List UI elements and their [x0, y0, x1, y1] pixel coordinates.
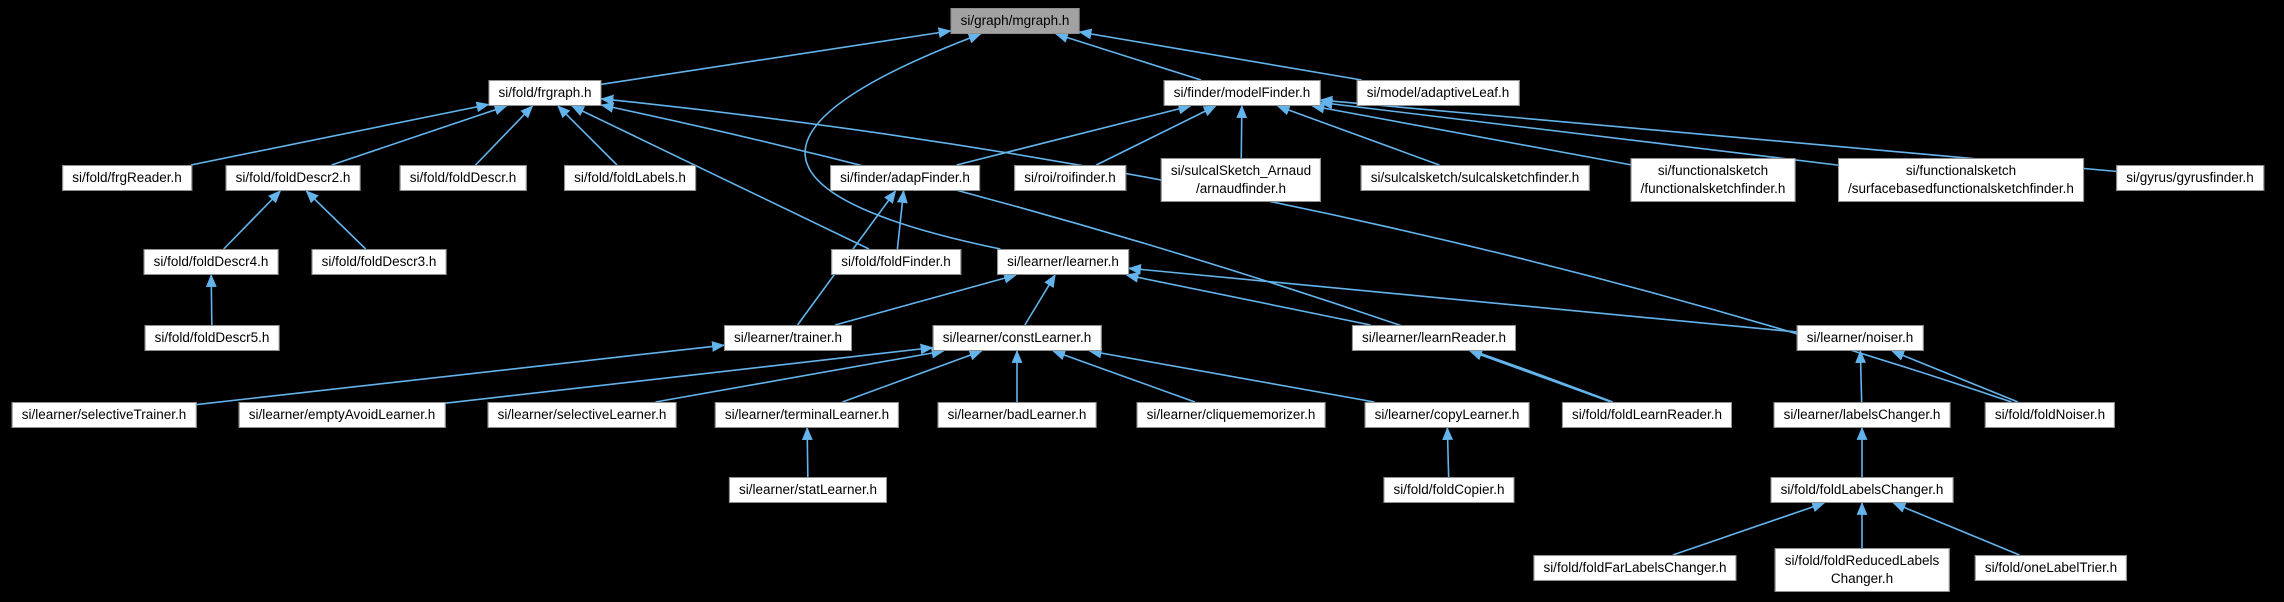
- graph-node-foldFinder[interactable]: si/fold/foldFinder.h: [831, 249, 961, 276]
- graph-node-foldLabelsChanger[interactable]: si/fold/foldLabelsChanger.h: [1770, 477, 1954, 504]
- graph-node-foldNoiser[interactable]: si/fold/foldNoiser.h: [1984, 402, 2116, 429]
- graph-node-badLearner[interactable]: si/learner/badLearner.h: [937, 402, 1097, 429]
- graph-node-sulcalsketchfinder[interactable]: si/sulcalsketch/sulcalsketchfinder.h: [1360, 165, 1590, 192]
- graph-node-frgReader[interactable]: si/fold/frgReader.h: [62, 165, 192, 192]
- graph-node-labelsChanger[interactable]: si/learner/labelsChanger.h: [1773, 402, 1951, 429]
- edge-surfacebasedfinder-to-modelFinder: [1319, 98, 1839, 166]
- graph-node-foldDescr4[interactable]: si/fold/foldDescr4.h: [143, 249, 279, 276]
- edge-foldFinder-to-frgraph: [571, 105, 870, 250]
- edge-labelsChanger-to-noiser: [1855, 349, 1867, 403]
- edge-foldCopier-to-copyLearner: [1442, 426, 1454, 478]
- graph-node-foldDescr2[interactable]: si/fold/foldDescr2.h: [225, 165, 361, 192]
- graph-node-foldLearnReader[interactable]: si/fold/foldLearnReader.h: [1561, 402, 1733, 429]
- edge-foldDescr4-to-foldDescr2: [223, 190, 282, 250]
- edge-noiser-to-learner: [1127, 264, 1797, 333]
- edge-oneLabelTrier-to-foldLabelsChanger: [1892, 502, 2020, 556]
- edge-foldDescr2-to-frgraph: [331, 104, 508, 166]
- edge-trainer-to-learner: [834, 272, 1018, 326]
- graph-node-foldDescr[interactable]: si/fold/foldDescr.h: [399, 165, 527, 192]
- graph-node-gyrusfinder[interactable]: si/gyrus/gyrusfinder.h: [2116, 165, 2264, 192]
- graph-node-constLearner[interactable]: si/learner/constLearner.h: [932, 325, 1102, 352]
- edge-foldLearnReader-to-learnReader: [1468, 349, 1612, 403]
- edge-learnReader-to-learner: [1125, 272, 1371, 326]
- edge-terminalLearner-to-constLearner: [842, 350, 983, 403]
- graph-node-adapFinder[interactable]: si/finder/adapFinder.h: [830, 165, 980, 192]
- edge-selectiveTrainer-to-trainer: [196, 341, 726, 406]
- edge-copyLearner-to-constLearner: [1088, 347, 1375, 403]
- graph-node-learnReader[interactable]: si/learner/learnReader.h: [1351, 325, 1517, 352]
- graph-node-oneLabelTrier[interactable]: si/fold/oneLabelTrier.h: [1974, 555, 2128, 582]
- graph-node-foldDescr5[interactable]: si/fold/foldDescr5.h: [144, 325, 280, 352]
- graph-node-modelFinder[interactable]: si/finder/modelFinder.h: [1163, 80, 1321, 107]
- graph-node-selectiveLearner[interactable]: si/learner/selectiveLearner.h: [487, 402, 677, 429]
- edge-selectiveLearner-to-constLearner: [655, 347, 945, 403]
- edge-frgReader-to-frgraph: [190, 101, 490, 166]
- edge-cliquememorizer-to-constLearner: [1052, 349, 1196, 403]
- graph-node-mgraph: si/graph/mgraph.h: [950, 8, 1080, 35]
- graph-node-noiser[interactable]: si/learner/noiser.h: [1796, 325, 1924, 352]
- edge-modelFinder-to-mgraph: [1054, 32, 1202, 81]
- graph-node-cliquememorizer[interactable]: si/learner/cliquememorizer.h: [1136, 402, 1326, 429]
- edge-foldNoiser-to-noiser: [1891, 350, 2019, 403]
- edge-sulcalsketchfinder-to-modelFinder: [1276, 104, 1440, 166]
- edge-foldDescr5-to-foldDescr4: [205, 273, 217, 326]
- graph-node-foldFarLabelsChanger[interactable]: si/fold/foldFarLabelsChanger.h: [1533, 555, 1737, 582]
- graph-node-copyLearner[interactable]: si/learner/copyLearner.h: [1364, 402, 1530, 429]
- graph-node-selectiveTrainer[interactable]: si/learner/selectiveTrainer.h: [11, 402, 197, 429]
- graph-node-statLearner[interactable]: si/learner/statLearner.h: [728, 477, 888, 504]
- graph-node-arnaudfinder[interactable]: si/sulcalSketch_Arnaud /arnaudfinder.h: [1160, 158, 1322, 203]
- edge-statLearner-to-terminalLearner: [801, 426, 813, 478]
- edge-foldFinder-to-adapFinder: [896, 189, 908, 250]
- edge-adapFinder-to-modelFinder: [956, 103, 1192, 166]
- graph-node-frgraph[interactable]: si/fold/frgraph.h: [488, 80, 602, 107]
- edge-learner-to-mgraph: [804, 33, 1001, 250]
- graph-node-adaptiveLeaf[interactable]: si/model/adaptiveLeaf.h: [1356, 80, 1520, 107]
- graph-node-terminalLearner[interactable]: si/learner/terminalLearner.h: [714, 402, 900, 429]
- edge-arnaudfinder-to-modelFinder: [1236, 104, 1248, 159]
- graph-node-emptyAvoidLearner[interactable]: si/learner/emptyAvoidLearner.h: [238, 402, 446, 429]
- graph-node-surfacebasedfinder[interactable]: si/functionalsketch /surfacebasedfunctio…: [1838, 158, 2084, 203]
- edge-functionalsketchfinder-to-modelFinder: [1311, 102, 1631, 166]
- edge-constLearner-to-learner: [1024, 274, 1056, 326]
- edge-emptyAvoidLearner-to-constLearner: [445, 343, 934, 404]
- graph-node-trainer[interactable]: si/learner/trainer.h: [723, 325, 853, 352]
- edge-foldDescr-to-frgraph: [474, 105, 534, 166]
- graph-node-functionalsketchfinder[interactable]: si/functionalsketch /functionalsketchfin…: [1630, 158, 1796, 203]
- graph-node-foldLabels[interactable]: si/fold/foldLabels.h: [564, 165, 696, 192]
- edge-adaptiveLeaf-to-mgraph: [1078, 28, 1362, 81]
- graph-node-learner[interactable]: si/learner/learner.h: [997, 249, 1129, 276]
- edge-roifinder-to-modelFinder: [1095, 105, 1217, 166]
- graph-node-foldCopier[interactable]: si/fold/foldCopier.h: [1383, 477, 1515, 504]
- edge-foldNoiser-to-frgraph: [600, 94, 2012, 403]
- graph-node-foldReducedLabelsChanger[interactable]: si/fold/foldReducedLabels Changer.h: [1774, 548, 1950, 593]
- graph-node-roifinder[interactable]: si/roi/roifinder.h: [1014, 165, 1126, 192]
- edge-foldFarLabelsChanger-to-foldLabelsChanger: [1672, 501, 1826, 556]
- edge-foldDescr3-to-foldDescr2: [305, 190, 367, 250]
- edge-foldLabels-to-frgraph: [557, 105, 618, 166]
- edge-frgraph-to-mgraph: [601, 27, 952, 86]
- graph-node-foldDescr3[interactable]: si/fold/foldDescr3.h: [311, 249, 447, 276]
